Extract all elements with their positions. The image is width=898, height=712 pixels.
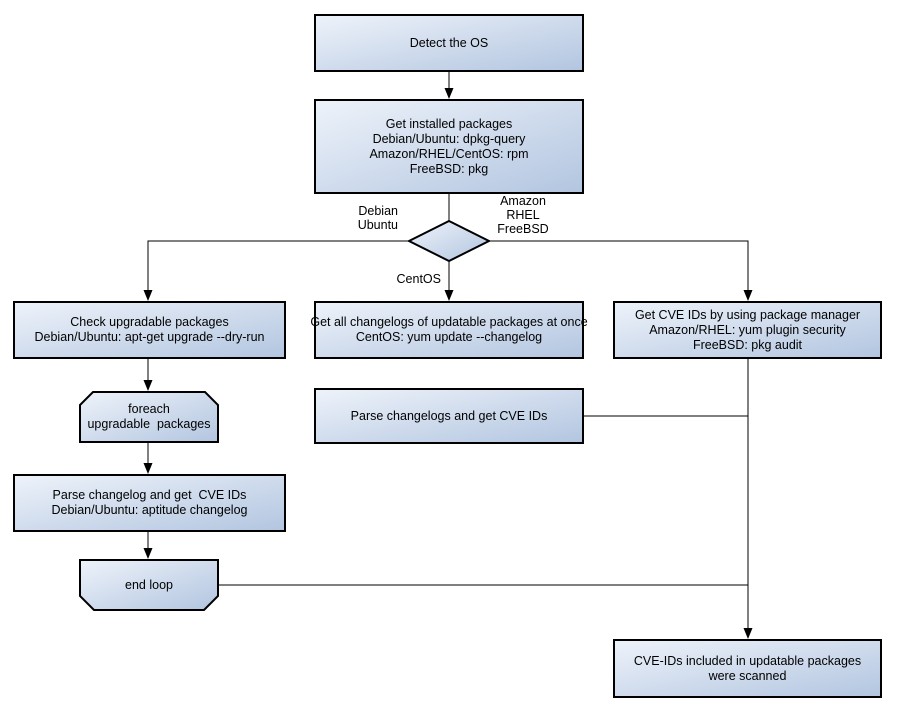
arrowhead-get-cve [743, 290, 753, 301]
connector-branch-debian [147, 240, 409, 291]
arrowhead-endloop [143, 548, 153, 559]
get-all-changelogs-box [314, 301, 584, 359]
end-loop-shape [79, 559, 219, 611]
parse-changelog-deb-box [13, 474, 286, 532]
connector-branch-amazon-rhel-freebsd [489, 240, 749, 291]
connectors [143, 71, 753, 639]
arrowhead-result [743, 628, 753, 639]
detect-os-box [314, 14, 584, 72]
get-cve-ids-pkg-manager-box [613, 301, 882, 359]
arrowhead-parse-deb [143, 463, 153, 474]
result-scanned-box [613, 639, 882, 698]
arrowhead-check-upgradable [143, 290, 153, 301]
arrowhead-get-changelogs [444, 290, 454, 301]
os-decision-diamond [406, 219, 492, 263]
foreach-loop-shape [79, 391, 219, 443]
parse-changelogs-box [314, 388, 584, 444]
check-upgradable-box [13, 301, 286, 359]
arrowhead-installed [444, 88, 454, 99]
node-shapes [13, 14, 882, 698]
get-installed-packages-box [314, 99, 584, 194]
arrowhead-foreach [143, 380, 153, 391]
